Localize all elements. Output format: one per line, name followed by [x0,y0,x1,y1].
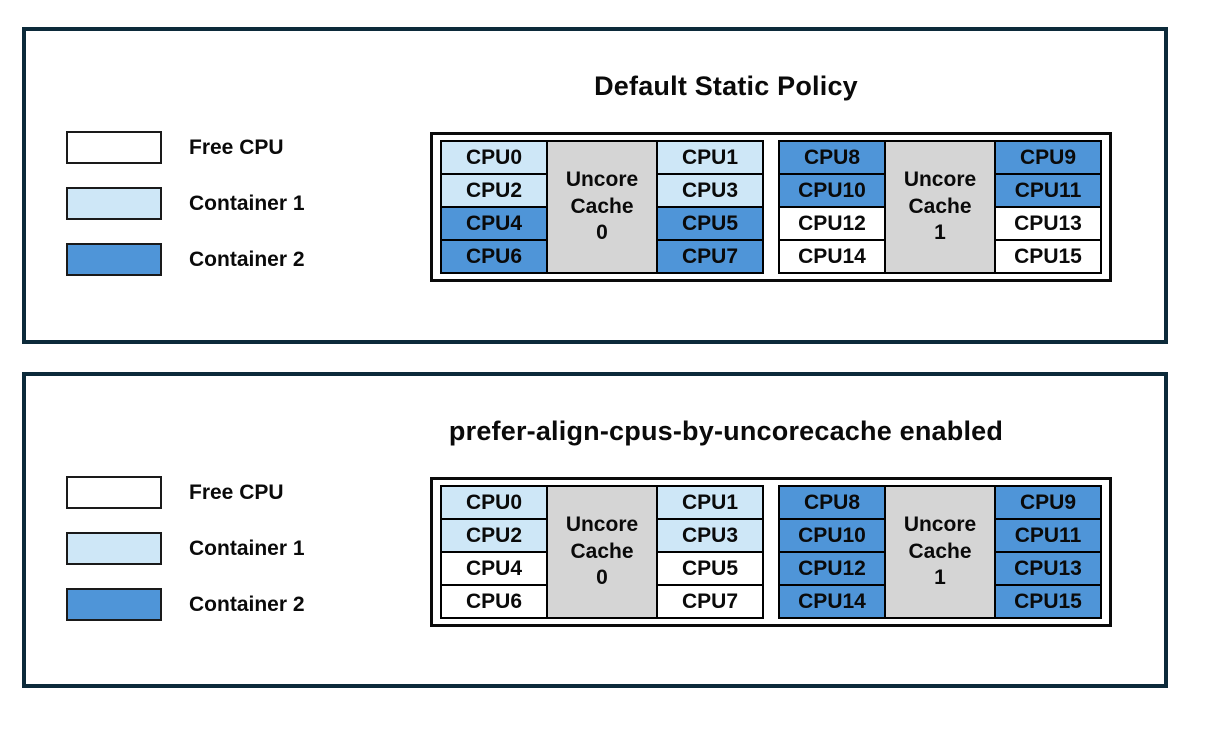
cpu-cell: CPU12 [780,553,884,584]
uncore-cache-line: Uncore [565,512,639,536]
cpu-cell: CPU14 [780,241,884,272]
uncore-cache-group-0: CPU0 CPU2 CPU4 CPU6 Uncore Cache 0 CPU1 … [440,485,764,619]
cpu-cell: CPU11 [996,175,1100,206]
uncore-cache-line: Uncore [903,167,977,191]
legend-swatch-container-1 [66,532,162,565]
cpu-cell: CPU9 [996,487,1100,518]
legend-item-container-2: Container 2 [66,243,305,276]
uncore-cache-line: Cache [908,539,972,563]
legend-label: Container 2 [189,592,305,616]
legend-swatch-container-2 [66,243,162,276]
uncore-cache-line: 1 [934,566,946,590]
uncore-cache-line: Cache [908,194,972,218]
legend-label: Container 1 [189,536,305,560]
uncore-cache-line: Cache [570,539,634,563]
uncore-cache-box-1: Uncore Cache 1 [886,142,994,272]
uncore-cache-line: 0 [596,566,608,590]
cpu-cell: CPU3 [658,175,762,206]
cpu-cell: CPU10 [780,175,884,206]
cpu-cell: CPU0 [442,487,546,518]
cpu-cell: CPU5 [658,208,762,239]
cpu-cell: CPU4 [442,208,546,239]
cpu-cell: CPU14 [780,586,884,617]
uncore-cache-box-0: Uncore Cache 0 [548,487,656,617]
cpu-cell: CPU1 [658,142,762,173]
policy-panel-default-static: Default Static Policy Free CPU Container… [22,27,1168,344]
cpu-cell: CPU5 [658,553,762,584]
legend-item-container-1: Container 1 [66,532,305,565]
cpu-cell: CPU11 [996,520,1100,551]
uncore-cache-line: Uncore [565,167,639,191]
uncore-cache-box-1: Uncore Cache 1 [886,487,994,617]
cpu-cell: CPU6 [442,241,546,272]
uncore-cache-group-0: CPU0 CPU2 CPU4 CPU6 Uncore Cache 0 CPU1 … [440,140,764,274]
uncore-cache-group-1: CPU8 CPU10 CPU12 CPU14 Uncore Cache 1 CP… [778,140,1102,274]
cpu-cell: CPU10 [780,520,884,551]
legend-label: Free CPU [189,480,284,504]
panel-title: prefer-align-cpus-by-uncorecache enabled [448,416,1004,446]
legend-swatch-free-cpu [66,131,162,164]
uncore-cache-box-0: Uncore Cache 0 [548,142,656,272]
cpu-cell: CPU15 [996,241,1100,272]
legend-label: Free CPU [189,135,284,159]
cpu-cell: CPU7 [658,241,762,272]
cpu-cell: CPU0 [442,142,546,173]
uncore-cache-line: 0 [596,221,608,245]
cpu-cell: CPU6 [442,586,546,617]
cpu-cell: CPU1 [658,487,762,518]
policy-panel-prefer-align: prefer-align-cpus-by-uncorecache enabled… [22,372,1168,688]
cpu-cell: CPU4 [442,553,546,584]
uncore-cache-line: Cache [570,194,634,218]
cpu-cell: CPU15 [996,586,1100,617]
cpu-topology-diagram: CPU0 CPU2 CPU4 CPU6 Uncore Cache 0 CPU1 … [430,132,1112,282]
legend-item-free-cpu: Free CPU [66,476,284,509]
panel-title: Default Static Policy [594,71,858,101]
cpu-cell: CPU12 [780,208,884,239]
legend-swatch-container-2 [66,588,162,621]
uncore-cache-group-1: CPU8 CPU10 CPU12 CPU14 Uncore Cache 1 CP… [778,485,1102,619]
legend-item-container-2: Container 2 [66,588,305,621]
cpu-cell: CPU3 [658,520,762,551]
legend-swatch-container-1 [66,187,162,220]
legend-label: Container 2 [189,247,305,271]
cpu-cell: CPU8 [780,142,884,173]
cpu-cell: CPU13 [996,553,1100,584]
legend-swatch-free-cpu [66,476,162,509]
uncore-cache-line: Uncore [903,512,977,536]
cpu-cell: CPU9 [996,142,1100,173]
uncore-cache-line: 1 [934,221,946,245]
legend-item-free-cpu: Free CPU [66,131,284,164]
legend-label: Container 1 [189,191,305,215]
cpu-cell: CPU2 [442,175,546,206]
legend-item-container-1: Container 1 [66,187,305,220]
cpu-cell: CPU8 [780,487,884,518]
cpu-cell: CPU2 [442,520,546,551]
cpu-topology-diagram: CPU0 CPU2 CPU4 CPU6 Uncore Cache 0 CPU1 … [430,477,1112,627]
cpu-cell: CPU13 [996,208,1100,239]
cpu-cell: CPU7 [658,586,762,617]
